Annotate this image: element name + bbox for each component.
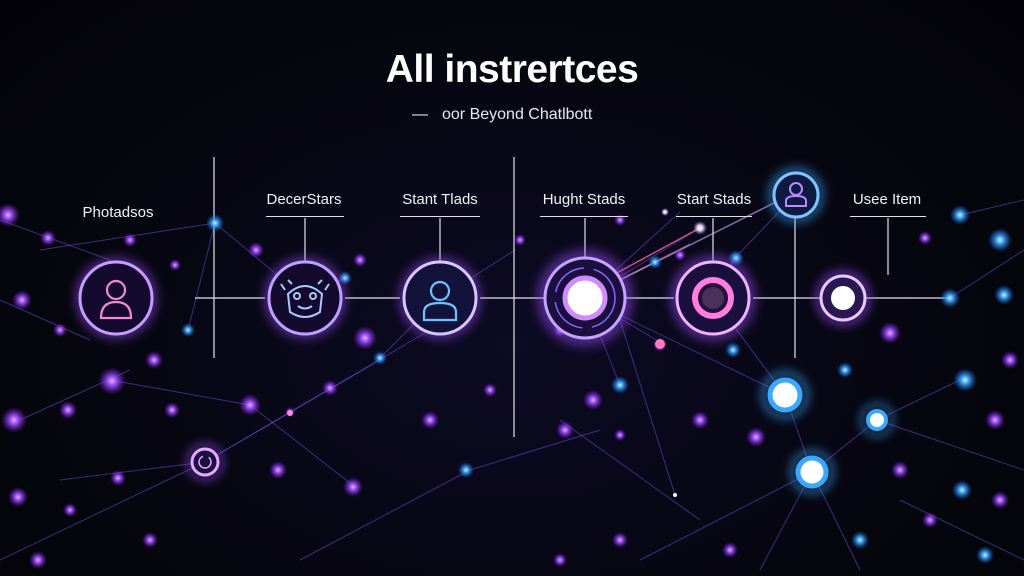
glowing-ring-icon bbox=[831, 286, 855, 310]
glowing-ring-icon bbox=[692, 277, 734, 319]
node-hught-stads bbox=[531, 244, 639, 352]
label-underline bbox=[400, 216, 480, 217]
person-icon bbox=[422, 280, 458, 322]
node-start-tlads bbox=[394, 252, 486, 344]
label-underline bbox=[676, 216, 752, 217]
subtitle-dash: — bbox=[412, 106, 428, 123]
node-start-stads bbox=[665, 250, 761, 346]
glowing-ring-icon bbox=[562, 275, 608, 321]
node-blue-3 bbox=[857, 400, 897, 440]
node-decerstars bbox=[259, 252, 351, 344]
network-dots bbox=[0, 203, 1019, 569]
label-hught-stads: Hught Stads bbox=[542, 191, 626, 208]
label-photadsos: Photadsos bbox=[82, 204, 154, 221]
node-usee-item bbox=[811, 266, 875, 330]
network-lines bbox=[0, 194, 1024, 571]
label-start-stads: Start Stads bbox=[676, 191, 752, 208]
node-photadsos bbox=[70, 252, 162, 344]
node-small-ring bbox=[183, 440, 227, 484]
node-blue-1 bbox=[757, 367, 813, 423]
page-title: All instrertces bbox=[385, 48, 639, 91]
glowing-ring-icon bbox=[767, 377, 803, 413]
robot-face-icon bbox=[280, 279, 330, 318]
person-icon bbox=[99, 279, 133, 320]
label-underline bbox=[850, 216, 926, 217]
subtitle-text: oor Beyond Chatlbott bbox=[442, 106, 593, 123]
label-start-tlads: Stant Tlads bbox=[402, 191, 478, 208]
label-decerstars: DecerStars bbox=[266, 191, 342, 208]
label-underline bbox=[540, 216, 628, 217]
page-subtitle: — oor Beyond Chatlbott bbox=[412, 106, 592, 124]
label-usee-item: Usee Item bbox=[852, 191, 922, 208]
node-blue-2 bbox=[786, 446, 838, 498]
person-icon bbox=[785, 182, 807, 207]
label-underline bbox=[266, 216, 344, 217]
node-top-avatar bbox=[764, 163, 828, 227]
